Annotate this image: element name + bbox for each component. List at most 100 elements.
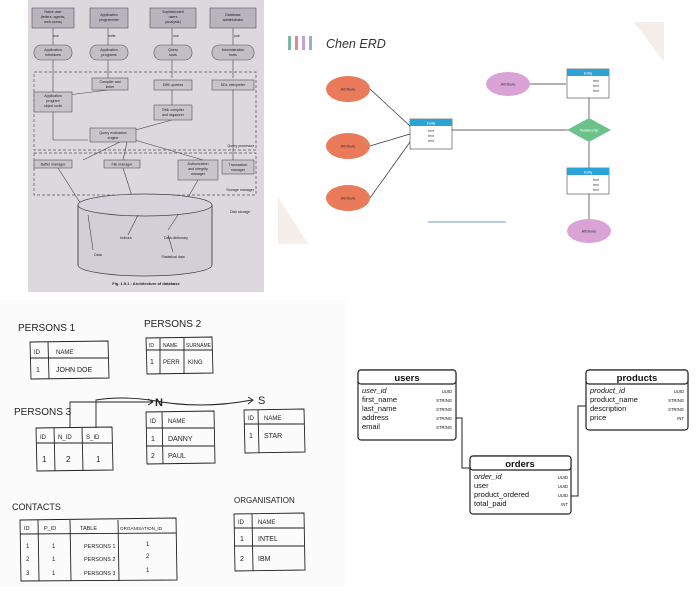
- persons3-col-1: [53, 427, 56, 472]
- n-col: [161, 411, 164, 465]
- relationship-label: Relationship: [580, 128, 599, 132]
- user-sophisticated-line2: users: [169, 15, 178, 19]
- persons2-title: PERSONS 2: [144, 319, 202, 330]
- n-header-id: ID: [150, 419, 157, 425]
- orders-field-3: product_ordered: [474, 490, 529, 499]
- chen-attributes: [326, 72, 611, 243]
- schema-erd-diagram: users user_id UUID first_name STRING las…: [352, 362, 694, 522]
- users-field-4: address: [362, 413, 389, 422]
- storage-boxes: [33, 159, 255, 181]
- contacts-row1-table: PERSONS 1: [84, 544, 115, 550]
- dml-queries-label: DML queries: [163, 83, 183, 87]
- contacts-col-2: [69, 519, 72, 582]
- user-programmer-line2: programmer: [99, 18, 119, 22]
- entity-bottom-field-2: text: [593, 183, 599, 187]
- orders-field-2: user: [474, 481, 489, 490]
- chen-erd-diagram: Chen ERD Attribute Attribute Attribute A…: [278, 22, 664, 244]
- orders-products-relation: [571, 405, 586, 497]
- users-field-3: last_name: [362, 404, 397, 413]
- persons3-cell-nid: 2: [66, 455, 71, 464]
- persons1-header-name: NAME: [56, 350, 73, 356]
- entity-top-field-2: text: [593, 84, 599, 88]
- entity-bottom-field-1: text: [593, 178, 599, 182]
- products-table-title: products: [617, 373, 658, 384]
- user-sophisticated-action: use: [173, 34, 179, 38]
- chen-connectors: [369, 83, 590, 220]
- tool-app-programs-line1: Application: [100, 48, 118, 52]
- orders-table-title: orders: [505, 459, 535, 470]
- contacts-table: [19, 517, 178, 582]
- tool-query-line2: tools: [169, 53, 177, 57]
- user-naive-action: use: [53, 34, 59, 38]
- orders-type-3: UUID: [558, 493, 568, 498]
- persons3-col-2: [81, 427, 84, 472]
- auth-manager-line1: Authorization: [188, 162, 209, 166]
- dml-compiler-line1: DML compiler: [162, 108, 185, 112]
- n-row1-name: DANNY: [168, 436, 193, 443]
- buffer-manager-label: Buffer manager: [41, 163, 67, 167]
- products-type-3: STRING: [668, 407, 684, 412]
- entity-top-field-1: text: [593, 79, 599, 83]
- products-type-4: INT: [677, 416, 684, 421]
- disk-storage-label: Disk storage: [230, 210, 250, 214]
- tool-query-line1: Query: [168, 48, 178, 52]
- ddl-interpreter-label: DDL interpreter: [221, 83, 246, 87]
- tool-app-interfaces-line2: interfaces: [45, 53, 61, 57]
- organisation-row1-id: 1: [240, 536, 244, 543]
- persons2-cell-name: PERR: [163, 360, 180, 366]
- n-table: [145, 410, 216, 465]
- products-type-2: STRING: [668, 398, 684, 403]
- chen-relationship-diamond: [567, 118, 611, 142]
- persons3-to-s-arrow: [95, 397, 253, 428]
- file-manager-label: File manager: [112, 163, 134, 167]
- persons2-cell-id: 1: [150, 359, 154, 366]
- organisation-row2-id: 2: [240, 556, 244, 563]
- users-field-2: first_name: [362, 395, 397, 404]
- persons3-to-s-arrowhead: [247, 396, 254, 405]
- chen-stripes: [288, 36, 312, 50]
- query-engine-line2: engine: [108, 136, 119, 140]
- tool-app-programs-line2: programs: [101, 53, 116, 57]
- contacts-col-1: [37, 519, 40, 582]
- entity-bottom-field-3: text: [593, 188, 599, 192]
- contacts-row2-pid: 1: [52, 557, 56, 563]
- contacts-row2-table: PERSONS 2: [84, 557, 115, 563]
- sketch-svg: PERSONS 1 ID NAME 1 JOHN DOE PERSONS 2 I…: [12, 319, 306, 582]
- s-table: [243, 408, 306, 454]
- persons3-header-nid: N_ID: [58, 435, 72, 441]
- chen-entity-left: [409, 118, 453, 150]
- contacts-row3-table: PERSONS 3: [84, 571, 115, 577]
- chen-svg: Chen ERD Attribute Attribute Attribute A…: [278, 22, 664, 244]
- persons2-header-id: ID: [149, 343, 154, 349]
- dml-compiler-line2: and organizer: [162, 113, 185, 117]
- products-field-4: price: [590, 413, 606, 422]
- n-row1-id: 1: [151, 436, 155, 443]
- entity-top-field-3: text: [593, 89, 599, 93]
- erd-svg: users user_id UUID first_name STRING las…: [357, 369, 689, 515]
- entity-left-field-3: text: [428, 139, 434, 143]
- entity-left-field-2: text: [428, 134, 434, 138]
- tool-ovals: [33, 44, 255, 61]
- user-naive-line1: Naive user: [44, 10, 62, 14]
- architecture-diagram: Naive user (tellers, agents, web-users) …: [28, 0, 264, 292]
- user-sophisticated-line3: (analysts): [165, 20, 181, 24]
- organisation-table: [233, 512, 306, 572]
- s-header-name: NAME: [264, 416, 281, 422]
- orders-field-4: total_paid: [474, 499, 507, 508]
- persons1-cell-name: JOHN DOE: [56, 367, 93, 374]
- s-row1-id: 1: [249, 433, 253, 440]
- user-programmer-action: write: [108, 34, 115, 38]
- query-engine-line1: Query evaluation: [99, 131, 126, 135]
- persons1-header-id: ID: [34, 350, 41, 356]
- contacts-header-table: TABLE: [80, 526, 97, 532]
- attribute-label-3: Attribute: [341, 196, 357, 201]
- data-dictionary-label: Data dictionary: [164, 236, 188, 240]
- users-field-5: email: [362, 422, 380, 431]
- object-code-line2: program: [46, 99, 59, 103]
- chen-title: Chen ERD: [326, 37, 386, 51]
- persons1-table: [29, 340, 110, 380]
- figure-caption: Fig. 1.5.1 : Architecture of database: [112, 281, 180, 286]
- persons3-table: [35, 426, 114, 472]
- persons2-cell-surname: KING: [188, 360, 203, 366]
- architecture-connectors: [52, 28, 234, 216]
